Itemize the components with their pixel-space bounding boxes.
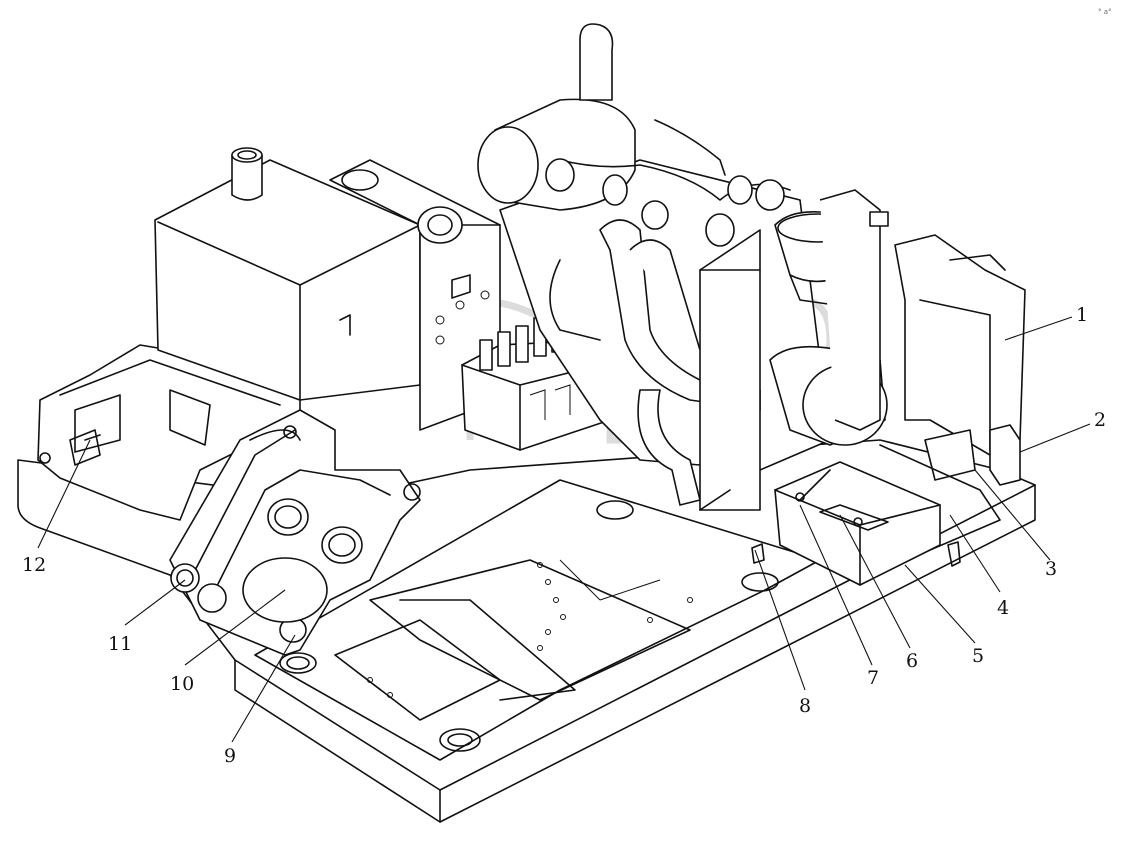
callout-12: 12 <box>22 554 46 576</box>
leader-12 <box>37 439 91 549</box>
callout-10: 10 <box>170 673 194 695</box>
leader-5 <box>904 564 976 644</box>
callout-4: 4 <box>997 597 1009 619</box>
callout-9: 9 <box>224 745 236 767</box>
fuel-tank-block <box>329 159 501 431</box>
leader-3 <box>974 469 1051 561</box>
leader-9 <box>231 634 296 743</box>
leader-6 <box>839 514 911 649</box>
leader-4 <box>949 514 1001 593</box>
callout-labels: 1 2 3 4 5 6 7 8 9 10 11 12 <box>22 304 1106 767</box>
callout-8: 8 <box>799 695 811 717</box>
callout-11: 11 <box>108 633 132 655</box>
leader-8 <box>754 549 806 691</box>
callout-5: 5 <box>972 645 984 667</box>
leader-2 <box>1019 423 1091 453</box>
callout-7: 7 <box>867 667 879 689</box>
callout-2: 2 <box>1094 409 1106 431</box>
right-side-components <box>751 234 1026 586</box>
callout-3: 3 <box>1045 558 1057 580</box>
callout-6: 6 <box>906 650 918 672</box>
engine-assembly <box>477 23 889 511</box>
boom-foot-bracket <box>169 409 421 656</box>
leader-1 <box>1004 316 1073 341</box>
corner-mark: ° a° <box>1098 8 1112 16</box>
leader-11 <box>124 579 186 626</box>
leader-10 <box>184 589 286 666</box>
callout-leaders <box>37 316 1091 743</box>
leader-7 <box>799 504 873 666</box>
callout-1: 1 <box>1076 304 1088 326</box>
